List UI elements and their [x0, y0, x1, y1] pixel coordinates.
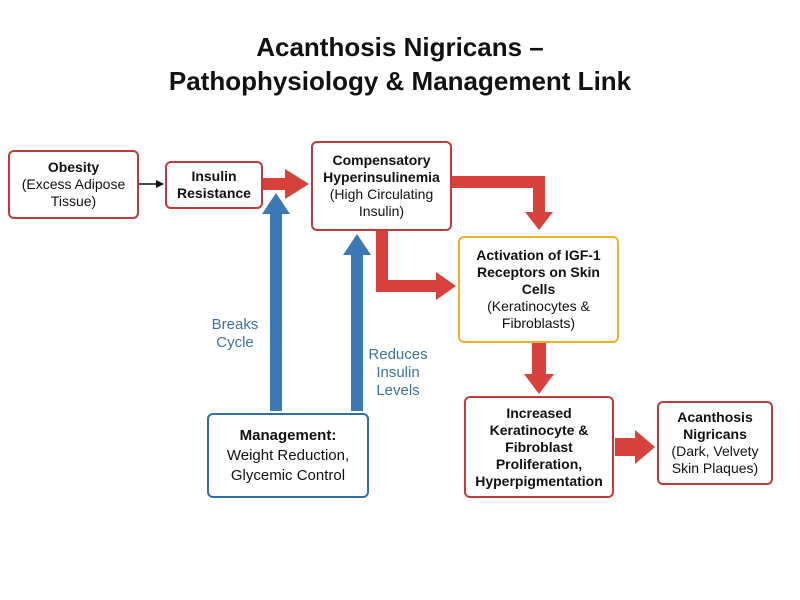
node-proliferation-line-1: Increased [506, 404, 572, 421]
edge-label-breaks-cycle: Breaks Cycle [205, 316, 265, 352]
arrow-management-to-hyperinsulinemia [343, 234, 371, 411]
arrow-hyperinsulinemia-to-igf1-side [376, 231, 456, 300]
arrow-insulin-resistance-to-hyperinsulinemia [263, 169, 309, 199]
node-acanthosis-line-4: Skin Plaques) [671, 460, 759, 476]
edge-label-breaks-cycle-line-1: Breaks [211, 316, 259, 333]
title-line-1: Acanthosis Nigricans – [256, 32, 544, 62]
node-obesity-line-1: Obesity [47, 159, 100, 175]
node-acanthosis-line-1: Acanthosis [677, 409, 753, 425]
node-obesity-line-3: Tissue) [50, 193, 97, 209]
edge-label-reduces-insulin-line-3: Levels [376, 382, 420, 399]
edge-label-reduces-insulin-line-2: Insulin [376, 364, 420, 381]
node-igf1-line-5: Fibroblasts) [501, 315, 576, 331]
node-proliferation-line-2: Keratinocyte & [489, 421, 589, 438]
node-proliferation-line-3: Fibroblast [505, 438, 573, 455]
node-igf1-line-2: Receptors on Skin [477, 264, 600, 280]
node-acanthosis-nigricans: Acanthosis Nigricans (Dark, Velvety Skin… [657, 401, 773, 485]
node-hyperinsulinemia-line-1: Compensatory [332, 152, 431, 168]
node-igf1-line-3: Cells [521, 281, 556, 297]
edge-label-reduces-insulin: Reduces Insulin Levels [365, 346, 431, 400]
arrow-proliferation-to-acanthosis [615, 430, 655, 464]
node-management: Management: Weight Reduction, Glycemic C… [207, 413, 369, 498]
node-hyperinsulinemia-line-3: (High Circulating [329, 186, 434, 202]
edge-label-breaks-cycle-line-2: Cycle [216, 334, 254, 351]
node-insulin-resistance: Insulin Resistance [165, 161, 263, 209]
title-line-2: Pathophysiology & Management Link [168, 66, 632, 96]
node-insulin-resistance-line-2: Resistance [177, 185, 251, 201]
node-hyperinsulinemia-line-2: Hyperinsulinemia [323, 169, 440, 185]
node-proliferation-line-5: Hyperpigmentation [475, 472, 603, 489]
node-insulin-resistance-line-1: Insulin [191, 168, 237, 184]
node-management-line-1: Management: [239, 426, 337, 444]
node-igf1-line-4: (Keratinocytes & [487, 298, 590, 314]
node-acanthosis-line-3: (Dark, Velvety [671, 443, 759, 459]
node-igf1-line-1: Activation of IGF-1 [476, 247, 601, 263]
arrow-igf1-to-proliferation [524, 343, 554, 394]
arrow-management-to-insulin-resistance [262, 193, 290, 411]
edge-label-reduces-insulin-line-1: Reduces [368, 346, 428, 363]
node-proliferation: Increased Keratinocyte & Fibroblast Prol… [464, 396, 614, 498]
node-management-line-3: Glycemic Control [230, 466, 346, 484]
node-obesity: Obesity (Excess Adipose Tissue) [8, 150, 139, 219]
node-hyperinsulinemia: Compensatory Hyperinsulinemia (High Circ… [311, 141, 452, 231]
node-acanthosis-line-2: Nigricans [683, 426, 747, 442]
arrow-hyperinsulinemia-to-igf1-top [452, 176, 553, 230]
diagram-title: Acanthosis Nigricans – Pathophysiology &… [0, 30, 800, 98]
node-management-line-2: Weight Reduction, [226, 446, 350, 464]
node-proliferation-line-4: Proliferation, [495, 455, 583, 472]
node-hyperinsulinemia-line-4: Insulin) [358, 203, 405, 219]
node-igf1-activation: Activation of IGF-1 Receptors on Skin Ce… [458, 236, 619, 343]
node-obesity-line-2: (Excess Adipose [21, 176, 126, 192]
